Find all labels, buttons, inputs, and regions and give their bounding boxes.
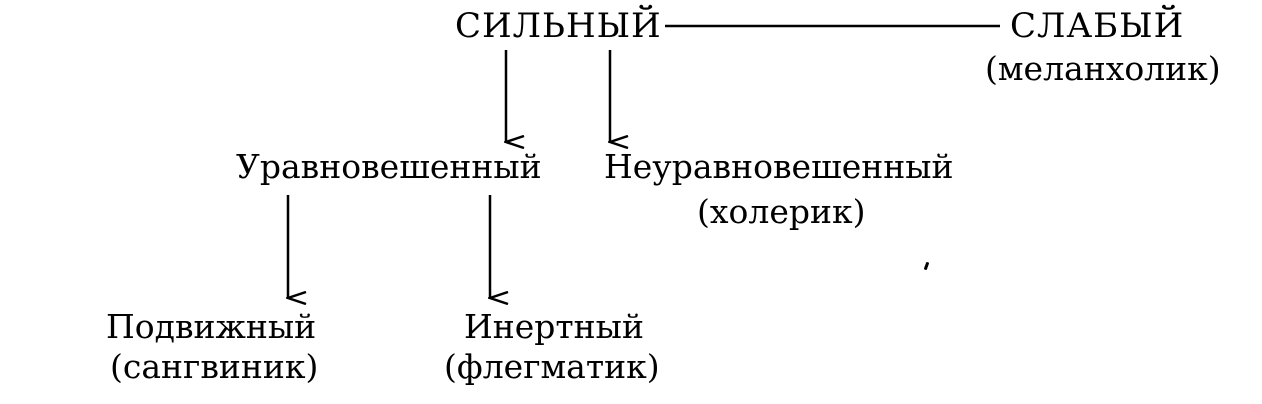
node-inert-type: (флегматик) — [444, 347, 660, 386]
node-mobile-type: (сангвиник) — [110, 347, 319, 386]
node-balanced: Уравновешенный — [236, 147, 542, 186]
node-weak: СЛАБЫЙ — [1010, 6, 1185, 46]
node-weak-type: (меланхолик) — [985, 49, 1221, 88]
node-mobile: Подвижный — [106, 307, 317, 346]
node-unbalanced-type: (холерик) — [697, 192, 866, 231]
node-unbalanced: Неуравновешенный — [604, 147, 954, 186]
node-inert: Инертный — [464, 307, 644, 346]
node-strong: СИЛЬНЫЙ — [455, 6, 662, 46]
